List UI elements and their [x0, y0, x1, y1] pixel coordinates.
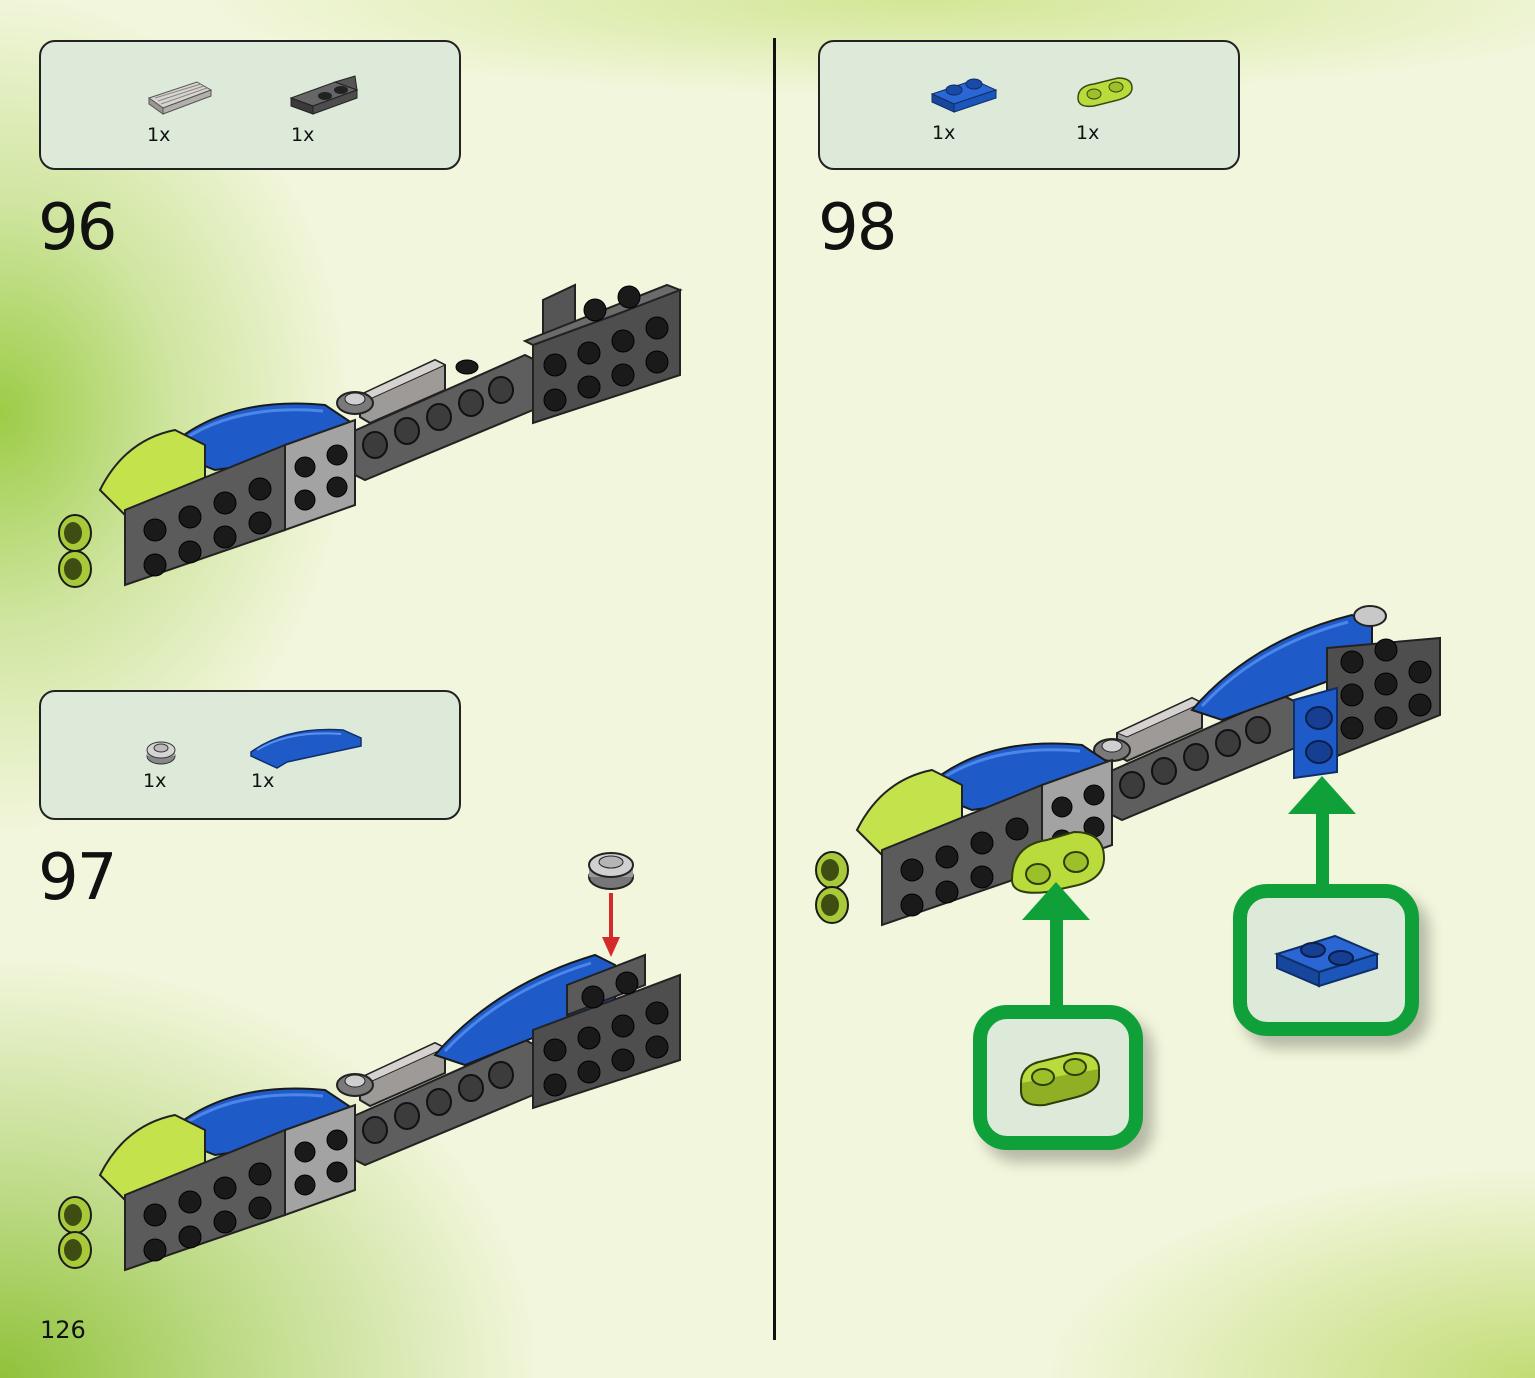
step-number: 97: [38, 841, 117, 915]
step-number: 98: [818, 191, 897, 265]
page-number: 126: [40, 1316, 86, 1344]
model-step-97: [58, 953, 681, 1272]
lime-plate-icon: [1019, 1051, 1101, 1107]
green-arrow-head: [1022, 882, 1090, 920]
curved-slope-icon: [250, 728, 362, 769]
blue-plate-icon: [1274, 934, 1380, 988]
parts-box-step-97: 1x 1x: [39, 690, 461, 820]
part-qty: 1x: [143, 770, 167, 792]
part-qty: 1x: [932, 122, 956, 144]
parts-box-step-96: 1x 1x: [39, 40, 461, 170]
callout-blue-plate: [1233, 884, 1419, 1036]
blue-plate-icon: [930, 78, 998, 113]
bracket-icon: [289, 75, 359, 115]
green-arrow-shaft: [1050, 918, 1063, 1010]
model-step-98: [815, 605, 1441, 927]
step-97-part-arrow: [588, 852, 634, 957]
part-qty: 1x: [291, 124, 315, 146]
grille-tile-icon: [147, 81, 213, 115]
lime-plate-icon: [1077, 77, 1133, 108]
part-qty: 1x: [251, 770, 275, 792]
parts-box-step-98: 1x 1x: [818, 40, 1240, 170]
round-plate-icon: [146, 741, 176, 765]
page-divider: [773, 38, 776, 1340]
callout-lime-plate: [973, 1005, 1143, 1150]
step-number: 96: [38, 191, 117, 265]
model-step-96: [58, 283, 683, 588]
part-qty: 1x: [147, 124, 171, 146]
green-arrow-head: [1288, 776, 1356, 814]
part-qty: 1x: [1076, 122, 1100, 144]
green-arrow-shaft: [1316, 812, 1329, 890]
